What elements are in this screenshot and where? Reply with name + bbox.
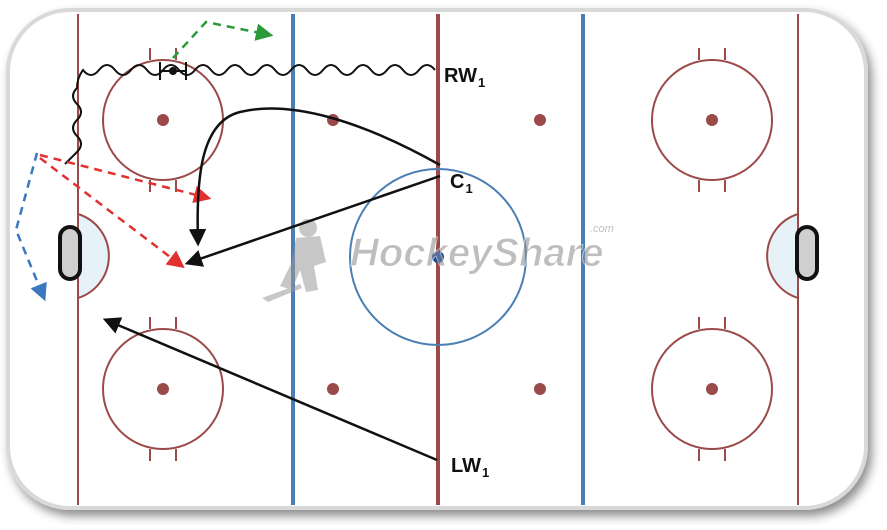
goal-crease-left <box>77 212 110 300</box>
player-label-lw: LW1 <box>451 455 489 480</box>
center-faceoff-dot <box>432 251 444 263</box>
faceoff-circle-right-top <box>651 48 773 192</box>
neutral-dot-right-bottom <box>534 383 546 395</box>
blue-dashed-option <box>14 152 47 302</box>
watermark-brand: HockeyShare <box>350 231 603 275</box>
green-dashed-move <box>172 20 274 59</box>
c-drive-path <box>184 174 441 267</box>
lw-drive-path <box>102 317 438 462</box>
watermark-suffix: .com <box>590 223 614 235</box>
red-dashed-pass-high <box>39 153 212 204</box>
puck-pickup-dot <box>169 67 177 75</box>
watermark: HockeyShare .com <box>262 219 614 302</box>
player-label-c: C1 <box>450 171 473 196</box>
skater-silhouette-icon <box>262 219 326 302</box>
neutral-dot-right-top <box>534 114 546 126</box>
faceoff-dot-left-top <box>157 114 169 126</box>
faceoff-dot-right-top <box>706 114 718 126</box>
center-circle <box>349 168 527 346</box>
goal-crease-right <box>766 212 799 300</box>
net-right <box>795 225 819 281</box>
faceoff-dot-right-bottom <box>706 383 718 395</box>
player-label-rw: RW1 <box>444 65 485 90</box>
red-dashed-pass-low <box>39 157 185 269</box>
neutral-dot-left-bottom <box>327 383 339 395</box>
c-curl-path <box>188 107 441 247</box>
faceoff-circle-right-bottom <box>651 317 773 461</box>
faceoff-dot-left-bottom <box>157 383 169 395</box>
net-left <box>58 225 82 281</box>
faceoff-circle-left-bottom <box>102 317 224 461</box>
rw-skate-path <box>64 64 436 165</box>
